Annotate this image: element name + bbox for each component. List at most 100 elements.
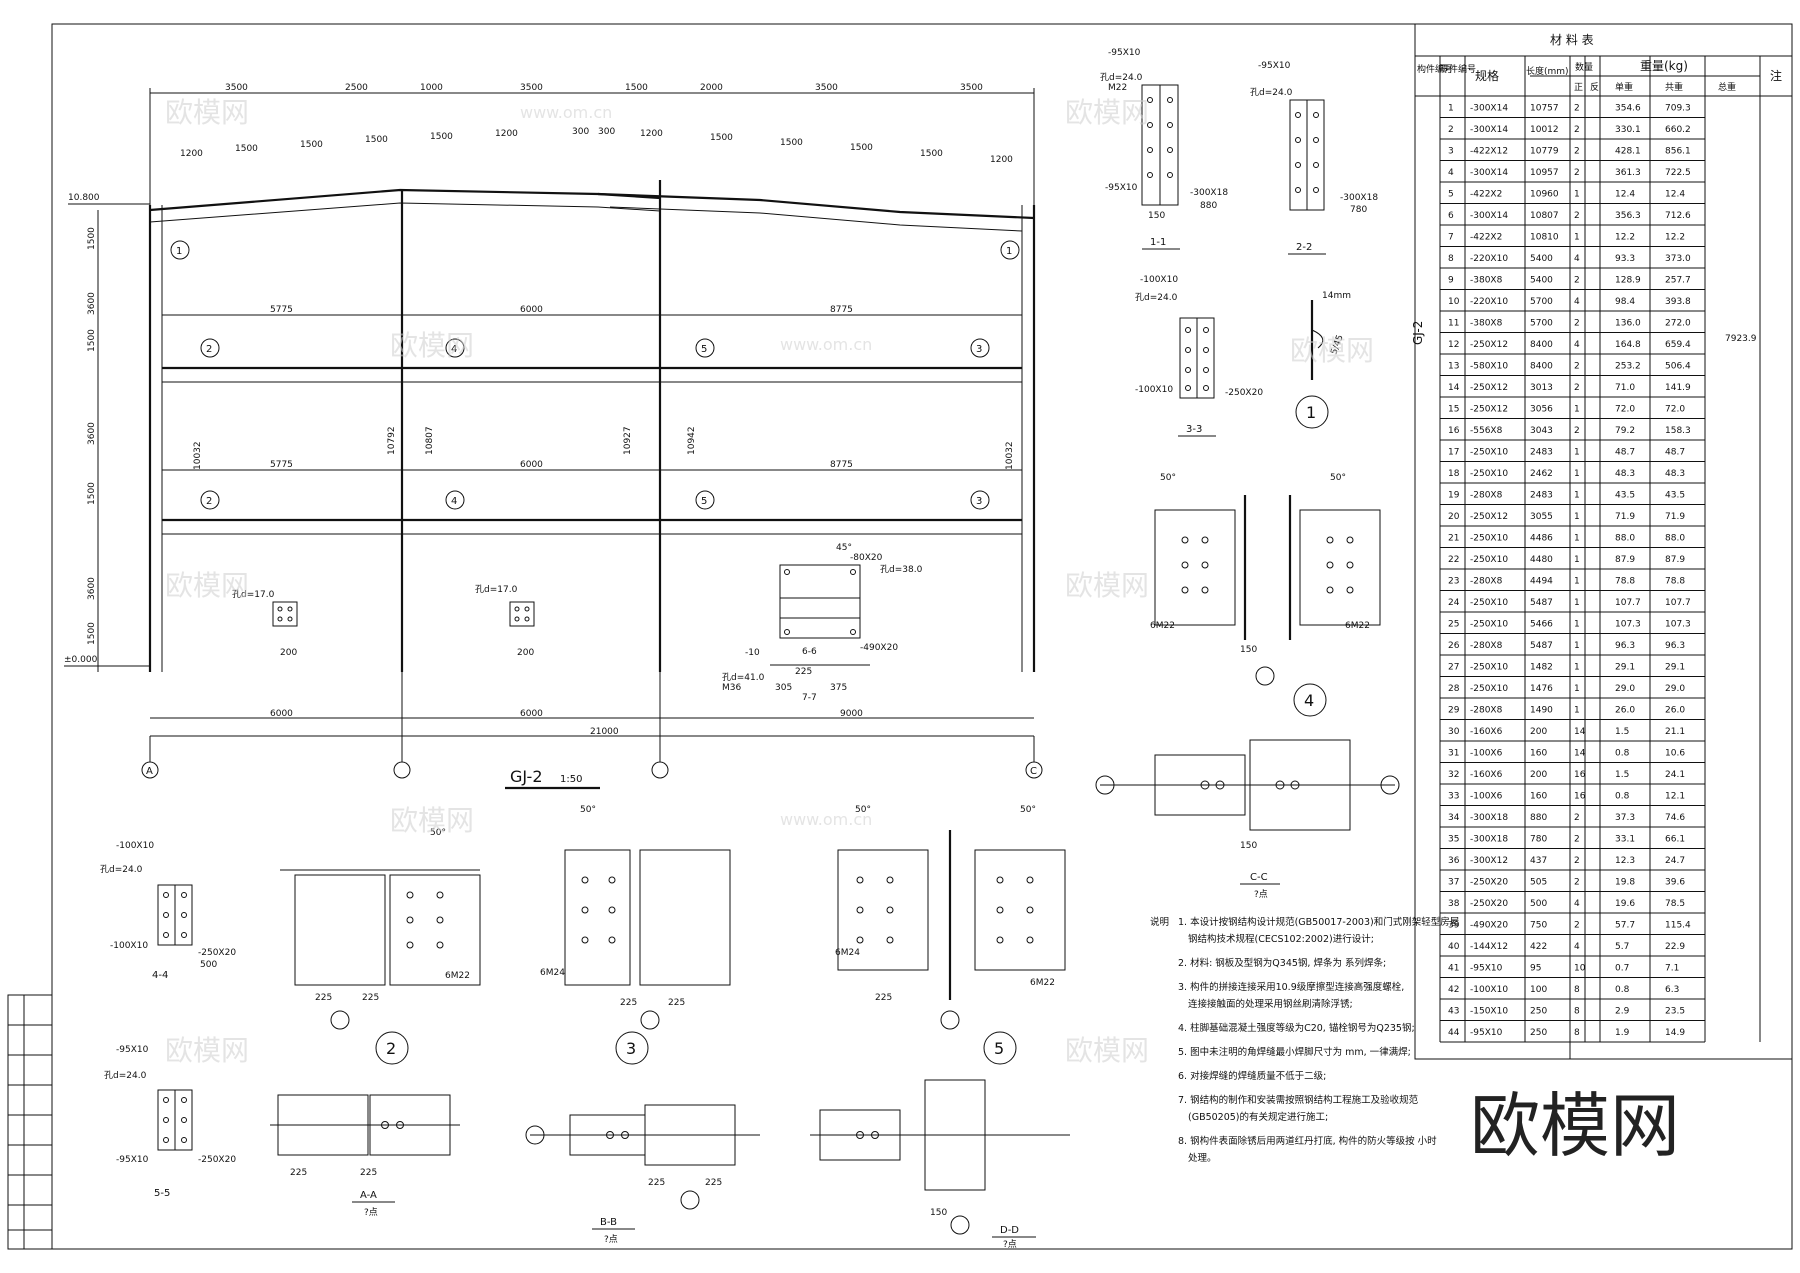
table-cell: 87.9 [1665,555,1685,565]
table-cell: 160 [1530,792,1547,802]
header-member: 构件编号 [1417,63,1453,75]
angle-label: 50° [1020,805,1036,815]
table-cell: 14 [1574,727,1586,737]
table-cell: -250X10 [1470,620,1508,630]
table-cell: 42 [1448,985,1459,995]
section-label: D-D [1000,1225,1019,1236]
hole-spec: 孔d=24.0 [1135,292,1178,303]
table-cell: 43.5 [1665,491,1685,501]
table-cell: 16 [1448,426,1460,436]
table-cell: 158.3 [1665,426,1691,436]
detail-dim: 225 [705,1178,722,1188]
detail-dim: 225 [315,993,332,1003]
table-cell: 373.0 [1665,254,1691,264]
table-cell: 4 [1448,168,1454,178]
plate-spec: -95X10 [1258,61,1291,71]
table-cell: 2462 [1530,469,1553,479]
watermark-brand: 欧模网 [390,804,474,837]
roof-dim: 1200 [640,129,663,139]
detail-dim: 780 [1350,205,1367,215]
table-cell: 0.8 [1615,792,1630,802]
table-cell: -300X14 [1470,168,1508,178]
column-height: 10927 [623,426,633,455]
plate-spec: -10 [745,648,760,658]
table-cell: 8 [1574,1007,1580,1017]
small-plates: 孔d=17.0 孔d=17.0 200 200 [232,584,535,658]
title-block-left [7,994,53,1250]
watermark-url: www.om.cn [780,335,872,354]
table-title: 材 料 表 [1550,33,1594,47]
header-remark: 注 [1770,68,1782,83]
callout: 4 [451,344,457,355]
table-cell: -250X10 [1470,684,1508,694]
note-line: 1. 本设计按钢结构设计规范(GB50017-2003)和门式刚架轻型房屋 [1178,916,1459,928]
callout: 5 [701,344,707,355]
header-sum: 共重 [1665,81,1683,93]
table-cell: 5487 [1530,641,1553,651]
table-cell: 71.9 [1665,512,1685,522]
plate-spec: 6M22 [1150,621,1175,631]
table-cell: 160 [1530,749,1547,759]
plate-spec: 6M24 [835,948,860,958]
table-cell: 1 [1574,534,1580,544]
note-line: 2. 材料: 钢板及型钢为Q345钢, 焊条为 系列焊条; [1178,957,1386,969]
table-cell: 12.2 [1615,233,1635,243]
table-cell: -250X10 [1470,469,1508,479]
detail-dim: 200 [517,648,534,658]
table-cell: 393.8 [1665,297,1691,307]
table-cell: 3013 [1530,383,1553,393]
table-cell: 8 [1574,985,1580,995]
table-cell: -95X10 [1470,964,1503,974]
table-cell: 5700 [1530,319,1553,329]
watermark-brand: 欧模网 [390,329,474,362]
table-cell: 4 [1574,254,1580,264]
table-cell: 29 [1448,706,1460,716]
detail-dim: 500 [200,960,217,970]
section-2-2: -95X10 孔d=24.0 -300X18 780 2-2 [1250,61,1378,255]
table-cell: 24.7 [1665,856,1685,866]
table-cell: 7.1 [1665,964,1679,974]
table-cell: -280X8 [1470,706,1503,716]
table-cell: 10.6 [1665,749,1685,759]
table-cell: 5 [1448,190,1454,200]
roof-dims: 1200 1500 1500 1500 1500 1200 300 300 12… [180,127,1013,165]
table-cell: 10957 [1530,168,1559,178]
table-cell: -556X8 [1470,426,1503,436]
detail-dim: 225 [620,998,637,1008]
table-cell: -300X18 [1470,813,1508,823]
hole-spec: 孔d=17.0 [232,589,275,600]
level-top: 10.800 [68,193,100,203]
watermark-url: www.om.cn [780,810,872,829]
table-cell: -280X8 [1470,641,1503,651]
table-cell: -300X14 [1470,104,1508,114]
watermark-brand: 欧模网 [1065,569,1149,602]
table-cell: 10810 [1530,233,1559,243]
design-notes: 说明 1. 本设计按钢结构设计规范(GB50017-2003)和门式刚架轻型房屋… [1150,916,1459,1164]
section-label: 7-7 [802,693,817,703]
base-plate-detail: 225 305 375 -490X20 -80X20 孔d=38.0 孔d=41… [722,543,923,693]
table-cell: -300X18 [1470,835,1508,845]
section-d-d: 150 D-D ?点 [810,1079,1070,1250]
point-label: ?点 [604,1234,618,1245]
table-cell: 3055 [1530,512,1553,522]
table-cell: 136.0 [1615,319,1641,329]
roof-dim: 1500 [710,133,733,143]
note-line: 连接接触面的处理采用钢丝刷清除浮锈; [1188,998,1353,1010]
detail-dim: 225 [795,667,812,677]
section-1-1: -95X10 孔d=24.0 M22 -95X10 -300X18 880 15… [1100,48,1228,250]
table-cell: 5400 [1530,254,1553,264]
left-dim: 1500 [87,227,97,250]
notes-heading: 说明 [1150,916,1169,928]
table-cell: 79.2 [1615,426,1635,436]
table-cell: 10 [1574,964,1586,974]
table-cell: 12.3 [1615,856,1635,866]
table-cell: 39.6 [1665,878,1685,888]
table-cell: 2 [1574,125,1580,135]
roof-dim: 300 [598,127,615,137]
table-cell: 5.7 [1615,942,1629,952]
table-cell: 26.0 [1665,706,1685,716]
callout: 3 [976,344,982,355]
table-cell: 505 [1530,878,1547,888]
table-cell: -250X12 [1470,405,1508,415]
table-cell: 2483 [1530,448,1553,458]
